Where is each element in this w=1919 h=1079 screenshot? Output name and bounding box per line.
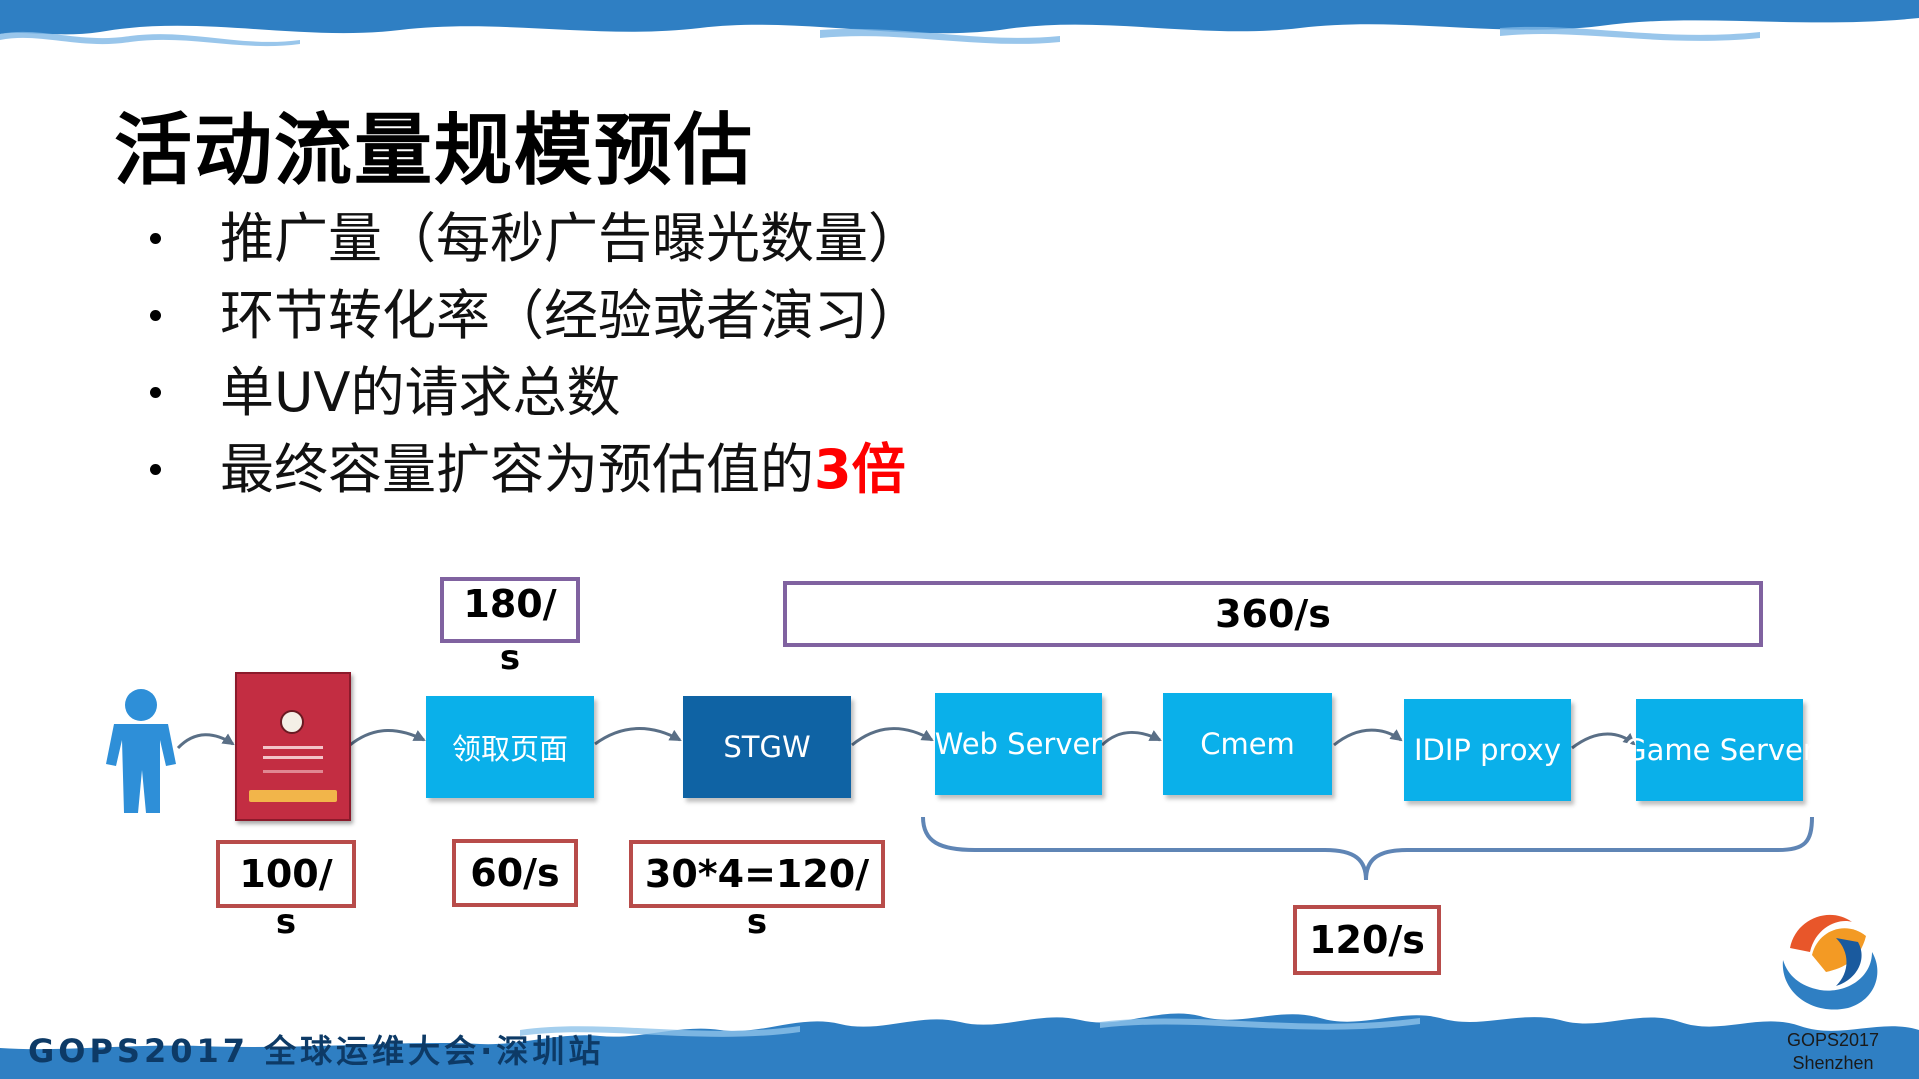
flow-arrows xyxy=(176,727,1636,750)
rate-backend-top-value: 360/s xyxy=(1215,592,1331,636)
node-cmem: Cmem xyxy=(1163,693,1332,795)
rate-box-page-bottom: 60/s xyxy=(452,839,578,907)
top-brush-border xyxy=(0,0,1919,47)
rate-box-stgw: 30*4=120/ xyxy=(629,840,885,908)
arrow-idip-to-game xyxy=(1571,732,1636,750)
rate-box-page-top: 180/ xyxy=(440,577,580,643)
user-icon xyxy=(106,689,176,813)
arrow-user-to-ad xyxy=(176,733,235,750)
rate-page-top-value: 180/ xyxy=(463,582,557,626)
game-logo-icon xyxy=(280,710,304,734)
bullet-item: 单UV的请求总数 xyxy=(142,354,922,431)
node-idip-proxy: IDIP proxy xyxy=(1404,699,1571,801)
bullet-list: 推广量（每秒广告曝光数量） 环节转化率（经验或者演习） 单UV的请求总数 最终容… xyxy=(142,200,922,508)
backend-brace xyxy=(921,816,1814,881)
bullet-item: 推广量（每秒广告曝光数量） xyxy=(142,200,922,277)
arrow-ad-to-page xyxy=(349,729,426,747)
bullet-dot xyxy=(150,233,161,244)
rate-backend-bottom-value: 120/s xyxy=(1309,918,1425,962)
ad-claim-button xyxy=(249,790,337,802)
slide-title: 活动流量规模预估 xyxy=(114,106,755,196)
rate-page-top-unit: s xyxy=(499,638,521,678)
bottom-brush-border xyxy=(0,1013,1919,1079)
rate-ad-value: 100/ xyxy=(239,852,333,896)
gops-logo-mark xyxy=(1782,914,1878,1010)
bullet-dot xyxy=(150,464,161,475)
rate-page-bottom-value: 60/s xyxy=(470,851,560,895)
node-stgw: STGW xyxy=(683,696,851,798)
arrow-cmem-to-idip xyxy=(1333,728,1403,747)
rate-box-backend-top: 360/s xyxy=(783,581,1763,647)
bullet-dot xyxy=(150,387,161,398)
rate-ad-unit: s xyxy=(275,902,297,942)
bullet-item: 环节转化率（经验或者演习） xyxy=(142,277,922,354)
bullet-text: 环节转化率（经验或者演习） xyxy=(220,284,922,347)
footer-event-name: GOPS2017 全球运维大会·深圳站 xyxy=(28,1032,605,1070)
arrow-web-to-cmem xyxy=(1100,730,1162,747)
bullet-item: 最终容量扩容为预估值的3倍 xyxy=(142,431,922,508)
bullet-highlight: 3倍 xyxy=(814,438,906,501)
bullet-text: 推广量（每秒广告曝光数量） xyxy=(220,207,922,270)
logo-text-city: Shenzhen xyxy=(1792,1053,1874,1073)
bullet-text: 最终容量扩容为预估值的 xyxy=(220,438,814,501)
rate-box-backend-bottom: 120/s xyxy=(1293,905,1441,975)
rate-stgw-value: 30*4=120/ xyxy=(644,852,870,896)
ad-screenshot-image xyxy=(235,672,351,821)
node-web-server: Web Server xyxy=(935,693,1102,795)
arrow-stgw-to-web xyxy=(851,727,934,747)
rate-box-ad: 100/ xyxy=(216,840,356,908)
node-game-server: Game Server xyxy=(1624,699,1815,801)
rate-stgw-unit: s xyxy=(746,902,768,942)
bullet-text: 单UV的请求总数 xyxy=(220,361,621,424)
node-claim-page: 领取页面 xyxy=(426,696,594,798)
logo-text-year: GOPS2017 xyxy=(1786,1030,1880,1050)
bullet-dot xyxy=(150,310,161,321)
arrow-page-to-stgw xyxy=(594,727,682,746)
